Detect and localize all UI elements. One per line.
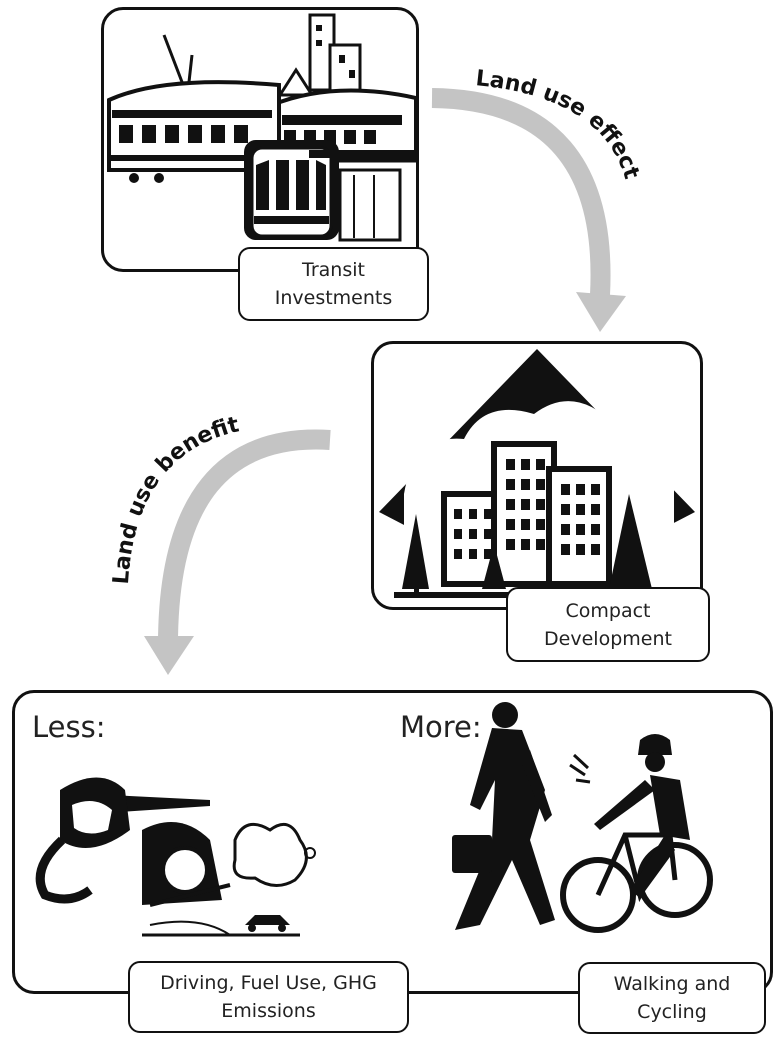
streetcar-left-icon (107, 34, 281, 183)
land-use-effect-arrow: Land use effect (431, 66, 644, 332)
light-rail-icon (244, 140, 416, 242)
transit-illustration (107, 13, 416, 242)
land-use-effect-label: Land use effect (474, 66, 643, 182)
transit-investments-label: Transit Investments (238, 247, 429, 321)
transit-panel (101, 7, 419, 272)
outcomes-panel (12, 690, 773, 994)
office-buildings-icon (441, 441, 612, 587)
city-buildings-icon (277, 13, 362, 102)
more-heading: More: (400, 710, 482, 744)
less-heading: Less: (32, 710, 106, 744)
compact-development-label: Compact Development (506, 587, 710, 662)
compact-development-panel (371, 341, 703, 610)
compact-development-illustration (379, 349, 695, 598)
walking-cycling-label: Walking and Cycling (578, 962, 766, 1034)
driving-fuel-ghg-label: Driving, Fuel Use, GHG Emissions (128, 961, 409, 1033)
